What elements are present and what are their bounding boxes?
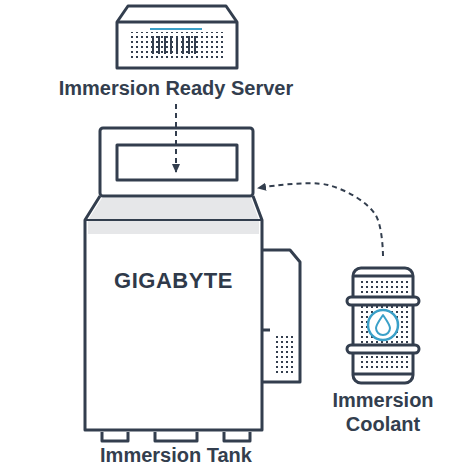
node-label: Immersion Ready Server — [30, 76, 322, 100]
server-icon — [117, 6, 237, 68]
brand-name: GIGABYTE — [85, 268, 262, 294]
coolant-node: Immersion Coolant — [318, 258, 448, 442]
dashed-arrow — [258, 183, 383, 256]
tank-illustration — [85, 128, 300, 441]
coolant-barrel — [347, 268, 419, 383]
tank-node: GIGABYTEImmersion Tank — [85, 128, 300, 467]
node-label: Immersion Coolant — [318, 388, 448, 436]
dashed-arrow — [175, 104, 177, 172]
node-label: Immersion Tank — [75, 443, 277, 467]
server-node: Immersion Ready Server — [30, 0, 322, 104]
